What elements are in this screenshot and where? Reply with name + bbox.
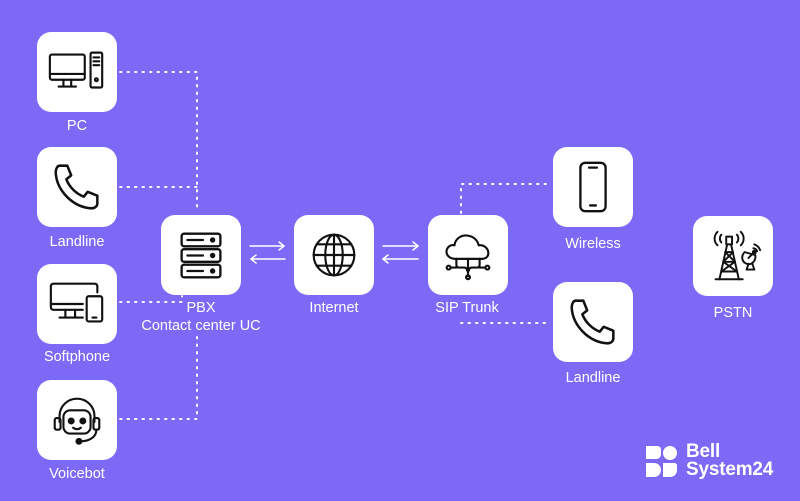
brand-logo: Bell System24 — [644, 441, 774, 480]
arrow-internet-to-sip — [382, 241, 419, 251]
landline-left-label: Landline — [49, 234, 105, 250]
monitor-tablet-icon — [49, 282, 104, 323]
brand-line1: Bell — [686, 441, 721, 462]
pbx-node — [161, 215, 241, 295]
landline-right-label: Landline — [565, 370, 621, 386]
robot-headset-icon — [53, 397, 101, 445]
connector-sip-wireless — [460, 183, 552, 214]
wireless-node — [553, 147, 633, 227]
connector-voicebot-pbx — [119, 334, 198, 420]
globe-icon — [312, 233, 356, 277]
connector-pc-pbx — [119, 71, 198, 211]
softphone-label: Softphone — [43, 349, 111, 365]
pbx-label-line2: Contact center UC — [141, 318, 261, 334]
brand-line2: System24 — [686, 459, 774, 480]
internet-label: Internet — [309, 300, 359, 316]
softphone-node — [37, 264, 117, 344]
arrow-pbx-to-internet — [249, 241, 285, 251]
pc-node — [37, 32, 117, 112]
pstn-node — [693, 216, 773, 296]
landline-right-node — [553, 282, 633, 362]
bellsystem24-logo-mark — [646, 446, 677, 477]
voicebot-node — [37, 380, 117, 460]
sip-trunk-label: SIP Trunk — [435, 300, 499, 316]
phone-handset-icon — [570, 299, 615, 345]
brand-name: Bell System24 — [686, 441, 774, 480]
phone-handset-icon — [54, 164, 99, 210]
wireless-label: Wireless — [565, 236, 621, 252]
cloud-network-icon — [445, 234, 491, 281]
radio-tower-icon — [713, 230, 762, 281]
desktop-computer-icon — [48, 51, 104, 89]
pstn-label: PSTN — [713, 305, 753, 321]
mobile-phone-icon — [579, 161, 607, 213]
connector-softphone-pbx — [119, 295, 183, 303]
landline-left-node — [37, 147, 117, 227]
sip-trunk-node — [428, 215, 508, 295]
internet-node — [294, 215, 374, 295]
server-rack-icon — [180, 232, 222, 279]
pc-label: PC — [66, 118, 88, 134]
pbx-label-line1: PBX — [186, 300, 216, 316]
arrow-sip-to-internet — [382, 254, 419, 264]
voicebot-label: Voicebot — [49, 466, 105, 482]
arrow-internet-to-pbx — [250, 254, 286, 264]
